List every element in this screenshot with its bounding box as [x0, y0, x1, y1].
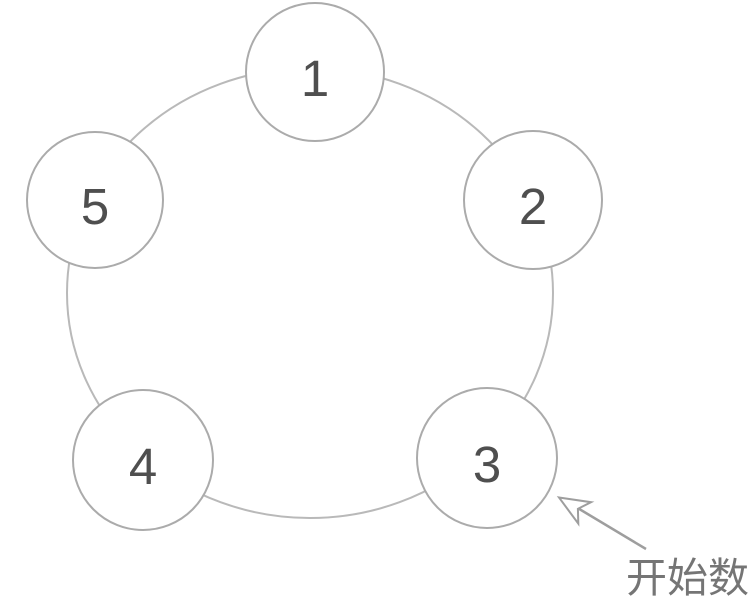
node-3: 3 [416, 387, 558, 529]
node-2-label: 2 [519, 178, 547, 235]
node-5: 5 [26, 131, 164, 269]
node-4-label: 4 [129, 438, 157, 495]
arrow-shaft [575, 505, 647, 551]
node-5-label: 5 [81, 178, 109, 235]
node-2-circle [463, 130, 603, 270]
node-2: 2 [463, 130, 603, 270]
node-3-circle [416, 387, 558, 529]
node-1-circle [245, 2, 385, 142]
annotation-label: 开始数 [626, 555, 749, 601]
node-3-label: 3 [473, 436, 501, 493]
arrow-head-icon [556, 496, 595, 527]
node-1: 1 [245, 2, 385, 142]
node-5-circle [26, 131, 164, 269]
node-4-circle [72, 389, 214, 531]
node-4: 4 [72, 389, 214, 531]
start-annotation: 开始数 [556, 496, 749, 601]
node-1-label: 1 [301, 50, 329, 107]
